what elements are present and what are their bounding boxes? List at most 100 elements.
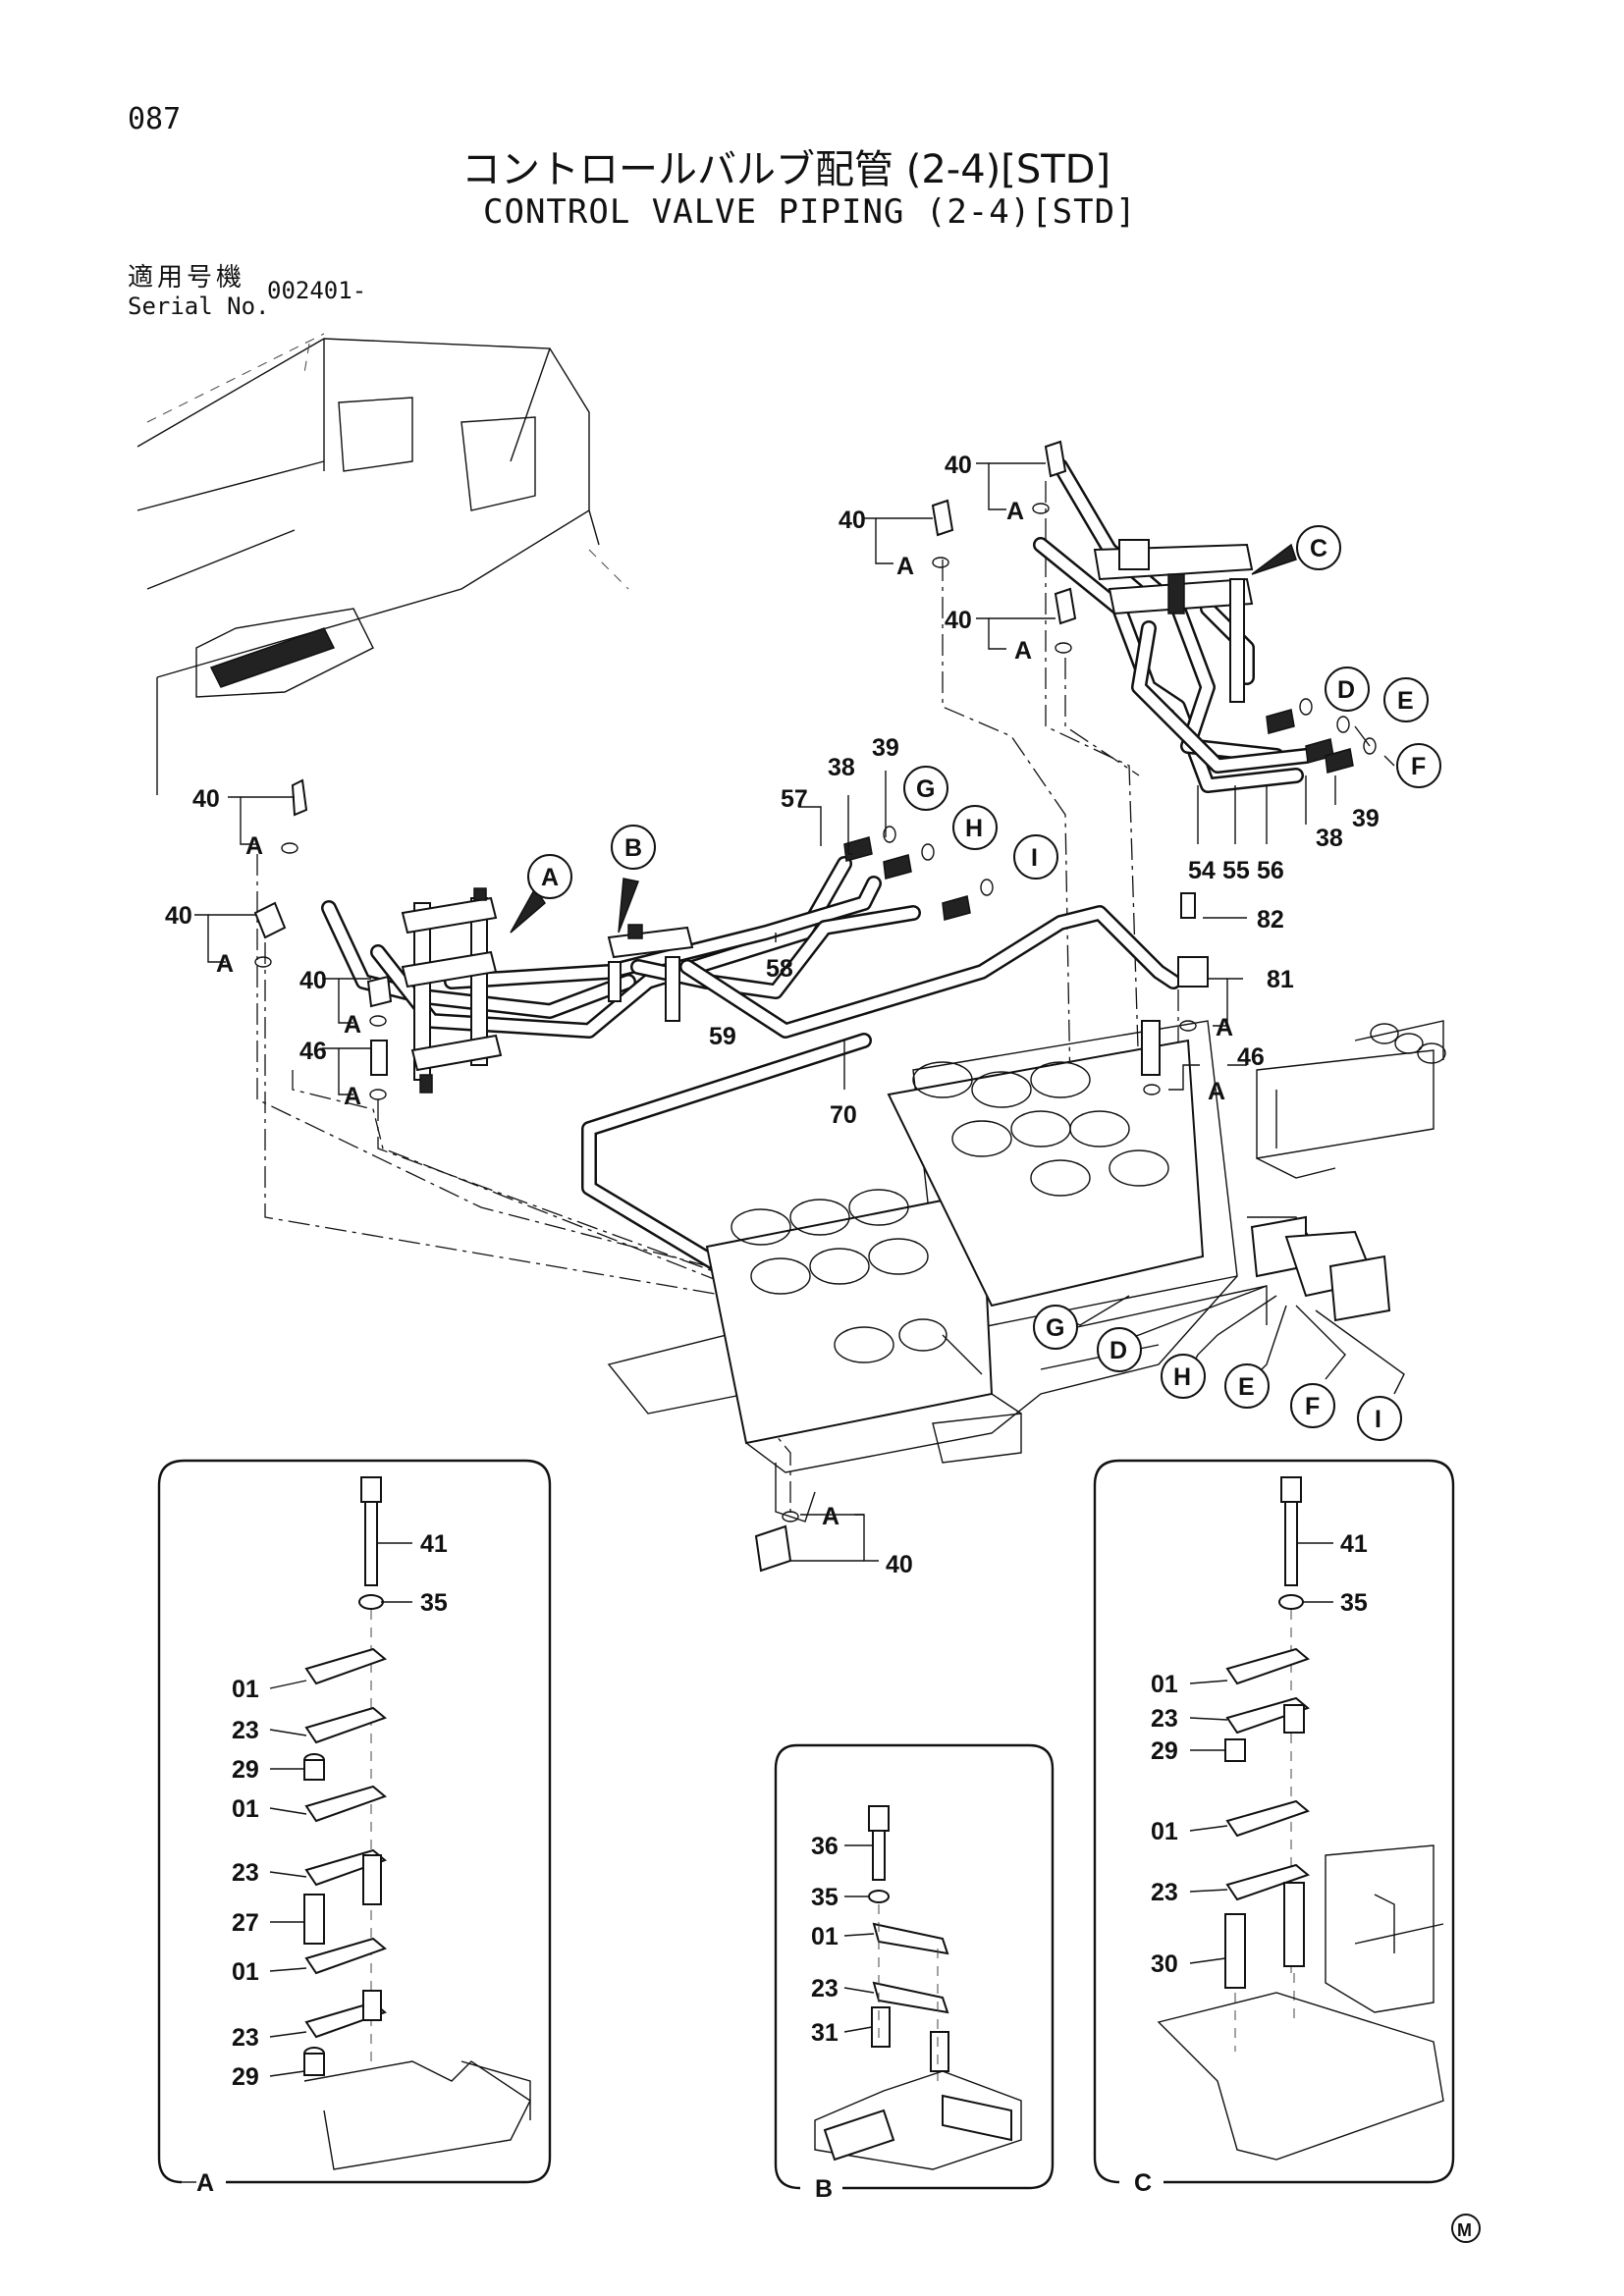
control-valve-body [607, 1020, 1391, 1522]
detail-a-label: 01 [232, 1958, 259, 1986]
callout-a: A [527, 854, 572, 899]
detail-c-label: 41 [1340, 1530, 1368, 1558]
callout-i-lower: I [1357, 1396, 1402, 1441]
callout-i: I [1013, 834, 1058, 880]
clamp-assembly-a [401, 887, 503, 1094]
part-label: 40 [886, 1551, 913, 1578]
part-label: 55 [1222, 857, 1250, 884]
detail-c-label: 35 [1340, 1589, 1368, 1617]
svg-text:I: I [1031, 844, 1038, 872]
part-label: 46 [299, 1038, 327, 1065]
part-label: 39 [872, 734, 899, 762]
part-number-labels: 40 40 40 46 40 40 40 46 82 81 40 38 39 5… [165, 452, 1380, 1578]
detail-b-title: B [815, 2175, 833, 2203]
svg-text:B: B [624, 834, 642, 862]
page-number: 087 [128, 102, 182, 136]
part-label: 40 [192, 785, 220, 813]
detail-a-panel: A 41 35 01 23 [157, 1459, 552, 2197]
ref-label: A [1006, 498, 1024, 525]
part-label: 40 [299, 967, 327, 994]
reference-a-labels: A A A A A A A A A A [216, 498, 1233, 1530]
detail-b-label: 36 [811, 1833, 839, 1860]
part-label: 59 [709, 1023, 736, 1050]
part-label: 54 [1188, 857, 1216, 884]
detail-a-label: 23 [232, 1859, 259, 1887]
ref-label: A [344, 1083, 361, 1110]
callout-circles: A B C D E F G H I G D H E F I [527, 525, 1441, 1441]
detail-c-label: 01 [1151, 1818, 1178, 1845]
callout-c: C [1296, 525, 1341, 570]
detail-a-label: 35 [420, 1589, 448, 1617]
detail-a-label: 01 [232, 1795, 259, 1823]
page-title-english: CONTROL VALVE PIPING (2-4)[STD] [483, 192, 1137, 232]
detail-a-label: 23 [232, 1717, 259, 1744]
part-label: 81 [1267, 966, 1294, 993]
svg-text:M: M [1457, 2220, 1472, 2240]
ref-label: A [344, 1011, 361, 1039]
detail-a-label: 29 [232, 2063, 259, 2091]
part-label: 70 [830, 1101, 857, 1129]
svg-text:E: E [1238, 1373, 1255, 1401]
ref-label: A [245, 832, 263, 860]
svg-text:G: G [1046, 1314, 1064, 1342]
bracket-leaders [194, 462, 1405, 1562]
detail-b-label: 23 [811, 1975, 839, 2002]
callout-d-lower: D [1097, 1327, 1142, 1372]
part-label: 40 [945, 452, 972, 479]
detail-a-title: A [196, 2169, 214, 2197]
fittings [253, 440, 1377, 1573]
detail-c-label: 23 [1151, 1705, 1178, 1733]
svg-text:E: E [1397, 687, 1414, 715]
svg-text:C: C [1310, 535, 1327, 562]
detail-a-label: 29 [232, 1756, 259, 1784]
svg-text:D: D [1337, 676, 1355, 704]
callout-g-lower: G [1033, 1305, 1078, 1350]
detail-c-label: 29 [1151, 1737, 1178, 1765]
callout-b: B [611, 825, 656, 870]
ref-label: A [1014, 637, 1032, 665]
detail-a-label: 27 [232, 1909, 259, 1937]
svg-text:H: H [965, 815, 983, 842]
detail-c-label: 30 [1151, 1950, 1178, 1978]
detail-c-title: C [1134, 2169, 1152, 2197]
ref-label: A [822, 1503, 839, 1530]
detail-b-label: 01 [811, 1923, 839, 1950]
callout-g: G [903, 766, 948, 811]
callout-e-lower: E [1224, 1363, 1270, 1409]
detail-a-label: 23 [232, 2024, 259, 2052]
svg-text:H: H [1173, 1363, 1191, 1391]
leader-lines [256, 481, 1179, 1517]
part-label: 38 [828, 754, 855, 781]
callout-e: E [1383, 677, 1429, 722]
detail-a-label: 01 [232, 1676, 259, 1703]
ref-label: A [1216, 1014, 1233, 1041]
svg-text:F: F [1411, 753, 1426, 780]
footer-mark: M [1451, 2214, 1481, 2243]
serial-label-japanese: 適用号機 [128, 263, 246, 293]
svg-text:A: A [541, 864, 559, 891]
detail-c-panel: C 41 35 01 23 29 01 23 30 [1093, 1459, 1455, 2197]
serial-number-value: 002401- [267, 277, 367, 304]
callout-h-lower: H [1161, 1354, 1206, 1399]
svg-text:G: G [916, 775, 935, 803]
clamp-assembly-b [607, 924, 694, 1022]
detail-b-label: 35 [811, 1884, 839, 1911]
detail-b-label: 31 [811, 2019, 839, 2047]
page-title-japanese: コントロールバルブ配管 (2-4)[STD] [461, 147, 1111, 192]
part-label: 40 [165, 902, 192, 930]
ref-label: A [896, 553, 914, 580]
callout-h: H [952, 805, 998, 850]
part-label: 39 [1352, 805, 1380, 832]
part-label: 46 [1237, 1043, 1265, 1071]
part-label: 56 [1257, 857, 1284, 884]
machine-body-outline [136, 333, 629, 795]
clamp-assembly-c [1093, 539, 1254, 703]
detail-a-label: 41 [420, 1530, 448, 1558]
part-label: 58 [766, 955, 793, 983]
detail-b-panel: B 36 35 01 23 31 [774, 1743, 1055, 2203]
ref-label: A [216, 950, 234, 978]
svg-text:F: F [1305, 1393, 1320, 1420]
detail-c-label: 01 [1151, 1671, 1178, 1698]
